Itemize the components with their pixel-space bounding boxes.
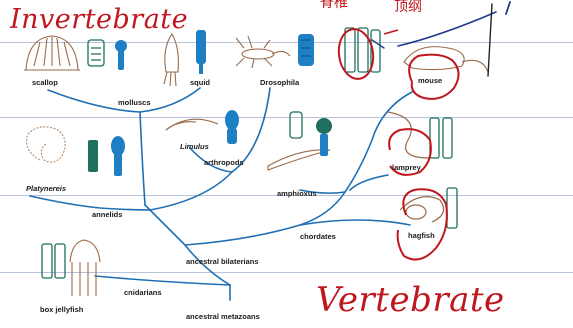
annotation-circles <box>336 27 459 260</box>
mouse-label: mouse <box>418 77 442 85</box>
squid-organism <box>164 34 178 86</box>
scallop-eye-icon <box>88 40 104 66</box>
drosophila-label: Drosophila <box>260 79 299 87</box>
squid-photoreceptor-icon <box>196 30 206 74</box>
annelids-label: annelids <box>92 211 122 219</box>
arthropods-label: arthropods <box>204 159 244 167</box>
platynereis-organism <box>27 127 66 162</box>
limulus-label: Limulus <box>180 143 209 151</box>
mouse-organism <box>404 47 488 72</box>
amphioxus-label: amphioxus <box>277 190 317 198</box>
cnidarians-label: cnidarians <box>124 289 162 297</box>
box-jellyfish-organism <box>70 240 100 296</box>
hagfish-organism <box>400 197 444 222</box>
mouse-eye-icon <box>345 28 380 72</box>
vertebrate-annotation: Vertebrate <box>316 283 505 317</box>
lamprey-organism <box>388 112 430 158</box>
squid-label: squid <box>190 79 210 87</box>
handwritten-marks <box>372 2 510 76</box>
platynereis-label: Platynereis <box>26 185 66 193</box>
annotation-strokes <box>384 30 398 34</box>
handwritten-note-1: 脊椎 <box>320 0 348 10</box>
ancestral-bilaterians-label: ancestral bilaterians <box>186 258 259 266</box>
hagfish-label: hagfish <box>408 232 435 240</box>
squid-eye-icon <box>115 40 127 70</box>
platynereis-eye-icon <box>88 136 125 176</box>
drosophila-eye-icon <box>298 34 314 66</box>
box-jellyfish-label: box jellyfish <box>40 306 83 314</box>
amphioxus-photoreceptor-icon <box>290 112 332 156</box>
handwritten-note-2: 顶纲 <box>394 0 422 14</box>
limulus-organism <box>166 119 218 130</box>
invertebrate-annotation: Invertebrate <box>10 6 188 33</box>
lamprey-label: lamprey <box>392 164 421 172</box>
tree-branches <box>30 88 412 300</box>
box-jellyfish-eye-icon <box>42 244 65 278</box>
scallop-label: scallop <box>32 79 58 87</box>
chordates-label: chordates <box>300 233 336 241</box>
ancestral-metazoans-label: ancestral metazoans <box>186 313 260 321</box>
limulus-eye-icon <box>225 110 239 144</box>
hagfish-eye-icon <box>447 188 457 228</box>
drosophila-organism <box>236 36 290 68</box>
lamprey-eye-icon <box>430 118 452 158</box>
scallop-organism <box>24 36 80 70</box>
molluscs-label: molluscs <box>118 99 151 107</box>
